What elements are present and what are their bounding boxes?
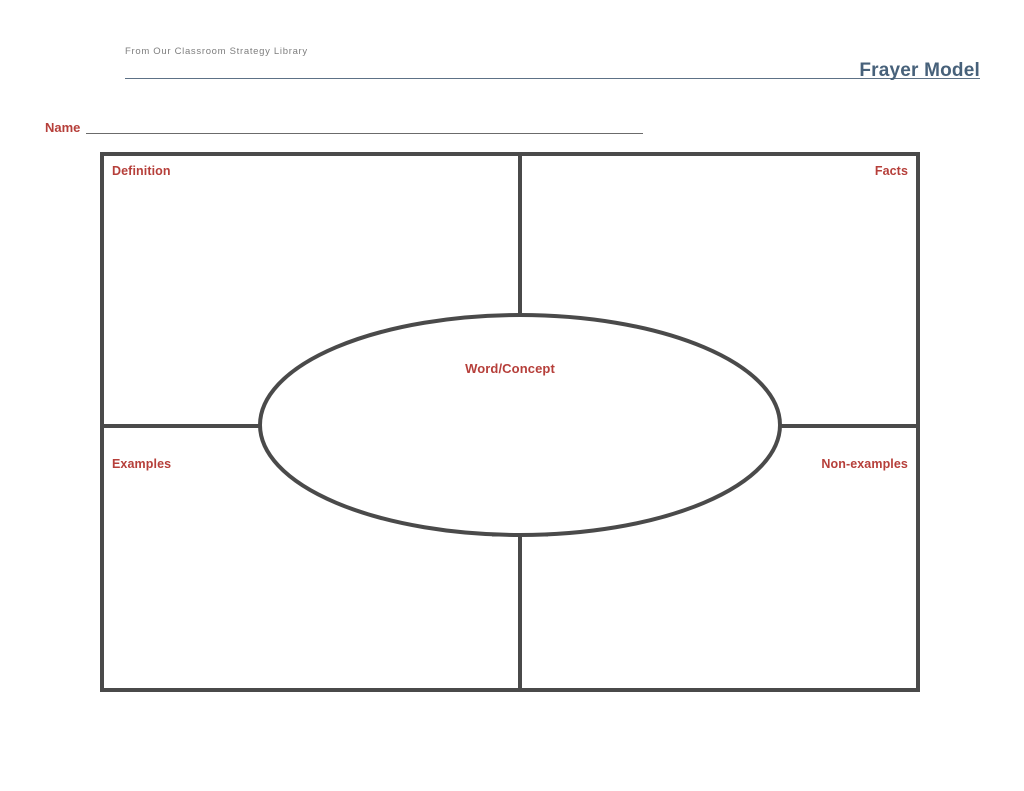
quadrant-label-definition: Definition: [112, 164, 171, 178]
header-divider-rule: [125, 78, 980, 79]
center-concept-label: Word/Concept: [465, 361, 555, 376]
page-title: Frayer Model: [859, 60, 980, 81]
name-label: Name: [45, 120, 81, 135]
frayer-model-diagram: Definition Facts Examples Non-examples W…: [100, 152, 920, 692]
quadrant-label-facts: Facts: [874, 164, 908, 178]
quadrant-label-non-examples: Non-examples: [821, 457, 908, 471]
quadrant-label-examples: Examples: [112, 457, 172, 471]
name-input-line[interactable]: [86, 133, 644, 134]
frayer-diagram-graphic: [100, 152, 920, 692]
name-field-row: Name: [45, 120, 644, 136]
central-concept-ellipse: [258, 313, 782, 537]
source-attribution: From Our Classroom Strategy Library: [125, 46, 308, 57]
